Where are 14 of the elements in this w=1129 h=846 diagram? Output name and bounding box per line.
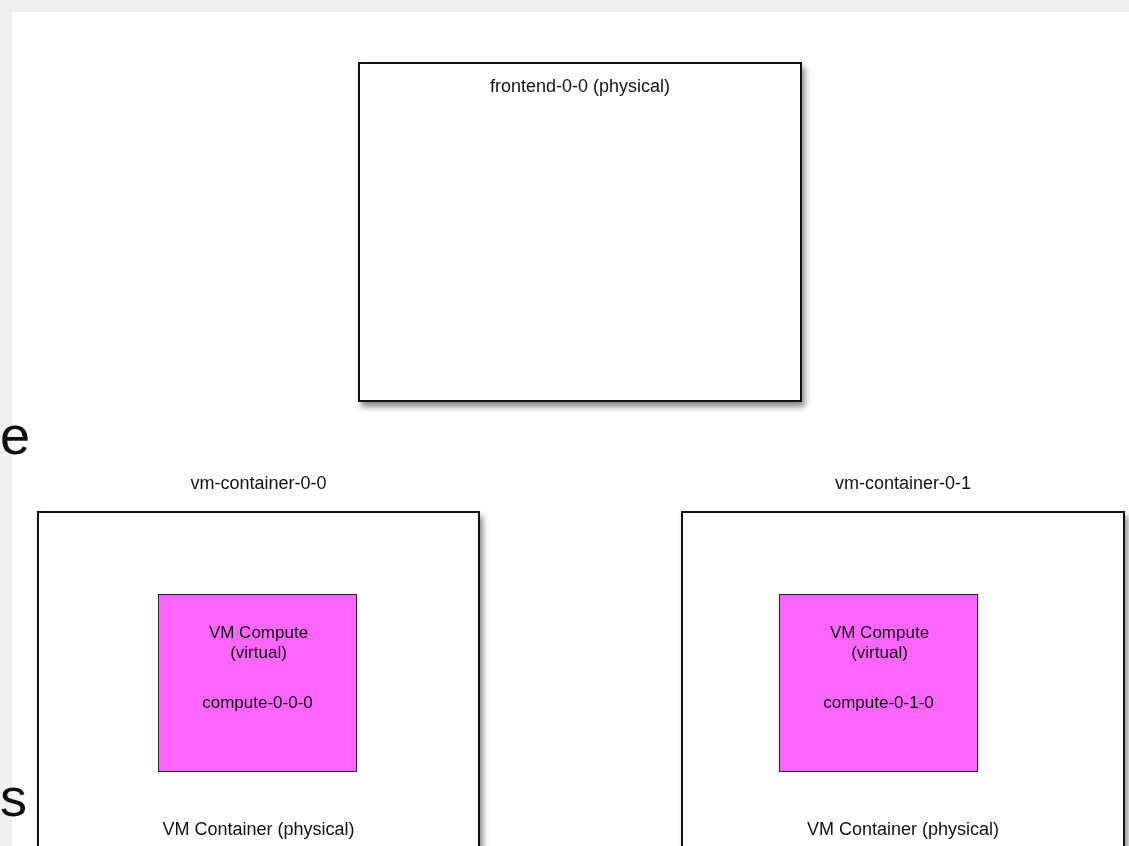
slide-text-fragment: e [0,408,31,462]
node-label: VM Container (physical) [162,819,355,841]
node-label: compute-0-1-0 [823,693,934,714]
vm-box [158,594,357,772]
slide-text-fragment: s [0,770,27,824]
node-label: VM Container (physical) [806,819,1000,841]
node-heading: vm-container-0-0 [190,473,327,495]
node-title: frontend-0-0 (physical) [489,76,671,98]
node-label: compute-0-0-0 [202,693,313,714]
node-title: VM Compute (virtual) [828,623,931,664]
frontend-box [358,62,802,402]
node-title: VM Compute (virtual) [207,623,310,664]
vm-box [779,594,978,772]
node-heading: vm-container-0-1 [834,473,971,495]
